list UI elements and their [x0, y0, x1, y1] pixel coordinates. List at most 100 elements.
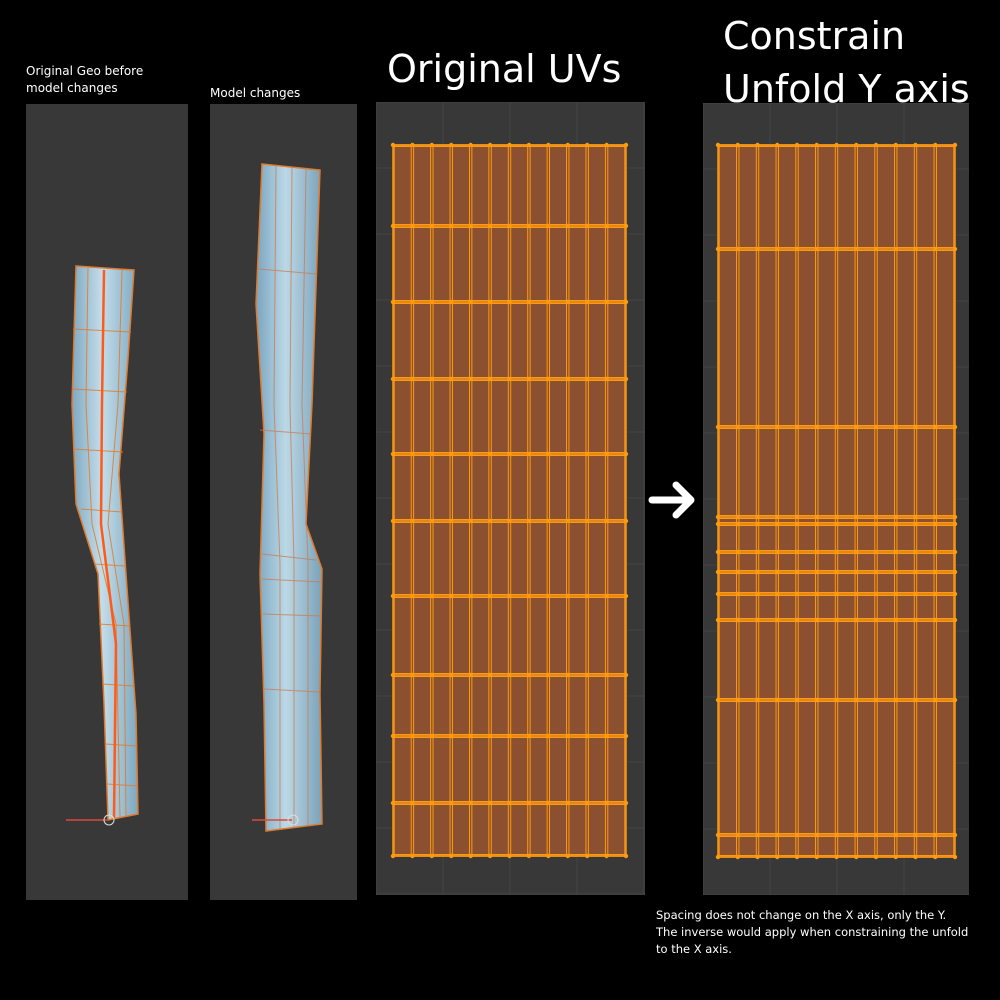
uv-vertex[interactable] [487, 800, 493, 806]
uv-vertex[interactable] [933, 142, 938, 148]
uv-vertex[interactable] [952, 697, 958, 703]
uv-vertex[interactable] [487, 451, 493, 457]
uv-vertex[interactable] [854, 142, 859, 148]
uv-vertex[interactable] [449, 733, 454, 739]
uv-vertex[interactable] [584, 451, 590, 457]
uv-vertex[interactable] [735, 697, 740, 703]
uv-vertex[interactable] [952, 617, 958, 623]
uv-vertex[interactable] [755, 569, 760, 575]
uv-vertex[interactable] [410, 223, 415, 229]
uv-vertex[interactable] [410, 853, 415, 859]
uv-vertex[interactable] [546, 223, 551, 229]
uv-vertex[interactable] [584, 853, 590, 859]
uv-vertex[interactable] [893, 832, 898, 838]
uv-vertex[interactable] [449, 800, 454, 806]
uv-vertex[interactable] [933, 697, 938, 703]
uv-vertex[interactable] [623, 733, 629, 739]
uv-vertex[interactable] [854, 521, 859, 527]
uv-vertex[interactable] [755, 832, 760, 838]
uv-vertex[interactable] [546, 733, 551, 739]
uv-vertex[interactable] [794, 832, 800, 838]
uv-vertex[interactable] [952, 549, 958, 555]
uv-vertex[interactable] [623, 223, 629, 229]
uv-vertex[interactable] [429, 142, 435, 148]
uv-vertex[interactable] [854, 246, 859, 252]
uv-vertex[interactable] [584, 518, 590, 524]
uv-vertex[interactable] [390, 299, 396, 305]
uv-vertex[interactable] [913, 591, 918, 597]
uv-vertex[interactable] [410, 593, 415, 599]
uv-vertex[interactable] [390, 142, 396, 148]
uv-vertex[interactable] [755, 246, 760, 252]
uv-vertex[interactable] [715, 569, 721, 575]
uv-vertex[interactable] [775, 617, 780, 623]
uv-vertex[interactable] [913, 549, 918, 555]
uv-vertex[interactable] [390, 800, 396, 806]
uv-vertex[interactable] [814, 424, 819, 430]
uv-vertex[interactable] [468, 672, 473, 678]
uv-vertex[interactable] [794, 521, 800, 527]
uv-vertex[interactable] [526, 142, 532, 148]
uv-vertex[interactable] [487, 223, 493, 229]
uv-vertex[interactable] [834, 142, 839, 148]
uv-vertex[interactable] [952, 514, 958, 520]
uv-vertex[interactable] [775, 854, 780, 860]
uv-vertex[interactable] [526, 853, 532, 859]
uv-vertex[interactable] [814, 854, 819, 860]
uv-vertex[interactable] [468, 299, 473, 305]
uv-vertex[interactable] [814, 832, 819, 838]
uv-vertex[interactable] [794, 514, 800, 520]
uv-vertex[interactable] [507, 800, 512, 806]
uv-vertex[interactable] [952, 521, 958, 527]
uv-vertex[interactable] [834, 854, 839, 860]
uv-vertex[interactable] [755, 521, 760, 527]
uv-vertex[interactable] [952, 854, 958, 860]
uv-vertex[interactable] [735, 617, 740, 623]
uv-vertex[interactable] [390, 223, 396, 229]
uv-vertex[interactable] [814, 617, 819, 623]
uv-vertex[interactable] [526, 733, 532, 739]
uv-vertex[interactable] [873, 246, 879, 252]
uv-vertex[interactable] [584, 733, 590, 739]
uv-vertex[interactable] [468, 800, 473, 806]
uv-vertex[interactable] [546, 451, 551, 457]
uv-vertex[interactable] [487, 376, 493, 382]
uv-vertex[interactable] [893, 697, 898, 703]
uv-vertex[interactable] [468, 142, 473, 148]
uv-vertex[interactable] [933, 617, 938, 623]
uv-vertex[interactable] [794, 697, 800, 703]
uv-vertex[interactable] [834, 521, 839, 527]
uv-vertex[interactable] [429, 672, 435, 678]
uv-vertex[interactable] [735, 832, 740, 838]
uv-vertex[interactable] [546, 672, 551, 678]
uv-vertex[interactable] [604, 853, 609, 859]
uv-vertex[interactable] [565, 376, 570, 382]
uv-vertex[interactable] [507, 518, 512, 524]
uv-vertex[interactable] [507, 376, 512, 382]
uv-vertex[interactable] [487, 142, 493, 148]
uv-vertex[interactable] [873, 591, 879, 597]
uv-vertex[interactable] [755, 549, 760, 555]
uv-vertex[interactable] [775, 246, 780, 252]
uv-vertex[interactable] [429, 299, 435, 305]
uv-vertex[interactable] [449, 853, 454, 859]
uv-vertex[interactable] [507, 299, 512, 305]
uv-vertex[interactable] [565, 299, 570, 305]
uv-vertex[interactable] [794, 617, 800, 623]
uv-vertex[interactable] [526, 800, 532, 806]
uv-vertex[interactable] [429, 223, 435, 229]
uv-vertex[interactable] [814, 697, 819, 703]
uv-vertex[interactable] [507, 593, 512, 599]
uv-vertex[interactable] [893, 521, 898, 527]
uv-vertex[interactable] [755, 514, 760, 520]
uv-vertex[interactable] [410, 800, 415, 806]
uv-vertex[interactable] [449, 451, 454, 457]
uv-vertex[interactable] [526, 672, 532, 678]
uv-vertex[interactable] [873, 142, 879, 148]
uv-vertex[interactable] [834, 246, 839, 252]
uv-vertex[interactable] [584, 299, 590, 305]
uv-vertex[interactable] [913, 424, 918, 430]
uv-vertex[interactable] [468, 451, 473, 457]
uv-vertex[interactable] [526, 518, 532, 524]
uv-vertex[interactable] [893, 569, 898, 575]
